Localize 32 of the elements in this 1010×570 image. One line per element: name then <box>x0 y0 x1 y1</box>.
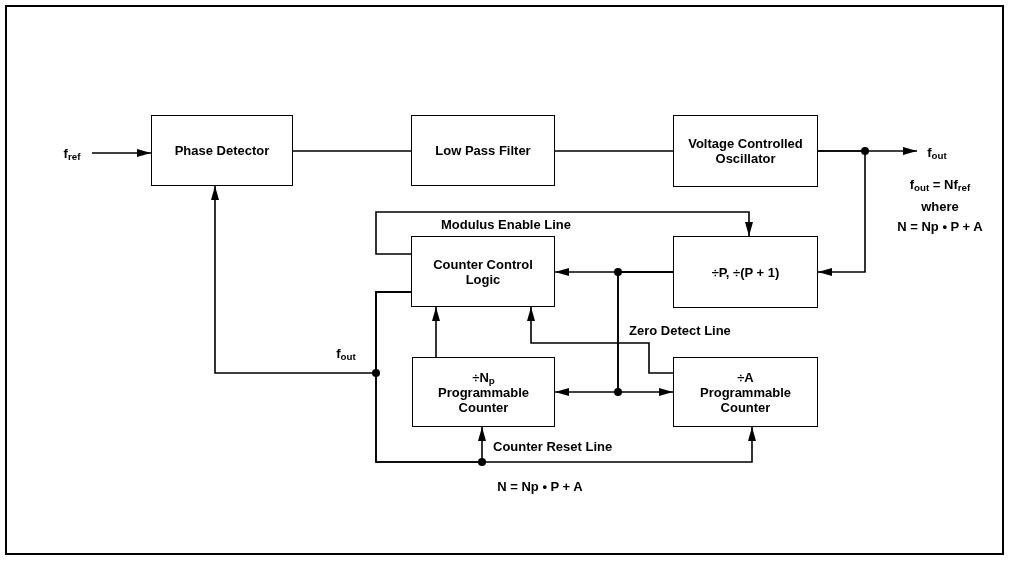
connector-arrow <box>91 149 152 157</box>
block-box <box>151 115 293 186</box>
connector-arrow <box>527 306 674 374</box>
block-text: Voltage Controlled Oscillator <box>687 136 804 166</box>
edge-label: Zero Detect Line <box>628 324 732 337</box>
block-text: Counter Control Logic <box>432 256 534 287</box>
block-text: Programmable Counter <box>698 384 792 415</box>
block-text: Low Pass Filter <box>435 143 531 158</box>
block-text: ÷N$_{p}$ <box>472 369 495 385</box>
edge-label: Counter Reset Line <box>492 440 614 453</box>
signal-name: f$_{out}$ <box>335 347 357 360</box>
block-text: ÷A <box>737 369 754 385</box>
block-box <box>673 236 818 308</box>
connector-arrow <box>617 271 674 396</box>
signal-name: f$_{ref}$ <box>63 145 81 161</box>
block-box <box>411 115 555 186</box>
block-box <box>673 115 818 187</box>
connector-arrow <box>817 150 866 276</box>
edge-label: Modulus Enable Line <box>440 218 572 231</box>
block-box <box>411 236 555 307</box>
formula-text: where <box>920 200 960 213</box>
formula-text: f$_{out}$ = Nf$_{ref}$ <box>908 178 972 191</box>
block-text: Phase Detector <box>174 143 270 158</box>
formula-text: N = Np • P + A <box>896 220 984 233</box>
block-box <box>412 357 555 427</box>
connector-arrow <box>432 306 440 358</box>
connector-arrow <box>375 291 756 463</box>
block-text: ÷P, ÷(P + 1) <box>711 264 780 280</box>
connector-arrow <box>375 211 753 255</box>
block-box <box>673 357 818 427</box>
formula-text: N = Np • P + A <box>496 480 584 493</box>
signal-name: f$_{out}$ <box>927 144 947 160</box>
